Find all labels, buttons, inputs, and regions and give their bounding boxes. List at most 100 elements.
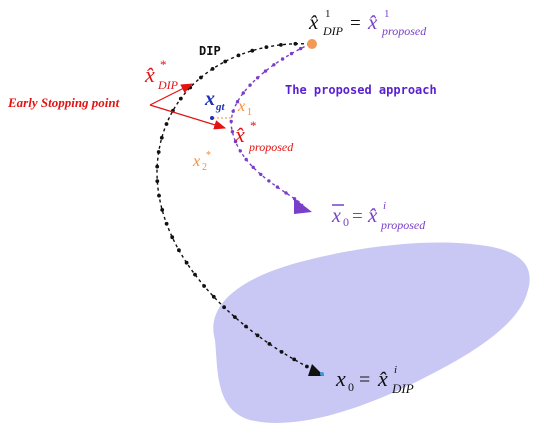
trajectory-point — [305, 364, 309, 369]
trajectory-point — [248, 83, 252, 87]
svg-text:=: = — [352, 206, 363, 227]
svg-text:x̂: x̂ — [308, 10, 319, 34]
trajectory-point — [284, 191, 288, 195]
trajectory-point — [263, 69, 268, 73]
svg-text:x̂: x̂ — [234, 122, 245, 147]
trajectory-point — [293, 41, 298, 46]
trajectory-point — [210, 67, 215, 71]
early-stop-arrow-dip — [149, 83, 194, 106]
trajectory-point — [298, 46, 303, 51]
svg-text:2: 2 — [202, 162, 207, 173]
solution-region — [213, 242, 530, 423]
svg-text:i: i — [394, 364, 397, 376]
trajectory-point — [177, 248, 181, 253]
trajectory-point — [279, 43, 283, 47]
svg-text:DIP: DIP — [322, 24, 344, 38]
trajectory-point — [159, 135, 164, 140]
svg-text:x̂: x̂ — [144, 62, 155, 87]
dip-label: DIP — [199, 44, 221, 58]
proposed-optimum-label: x̂ * proposed — [234, 118, 294, 154]
svg-text:1: 1 — [325, 8, 331, 20]
proposed-trajectory-points — [229, 46, 303, 201]
trajectory-point — [267, 342, 272, 346]
svg-text:0: 0 — [348, 380, 354, 394]
trajectory-point — [178, 96, 183, 101]
proposed-result-equation: x 0 = x̂ i proposed — [331, 200, 426, 232]
trajectory-point — [280, 57, 285, 61]
trajectory-point — [241, 91, 245, 95]
trajectory-point — [238, 149, 242, 153]
svg-text:x̂: x̂ — [367, 10, 378, 34]
trajectory-point — [160, 208, 165, 212]
trajectory-point — [164, 122, 169, 126]
trajectory-point — [157, 193, 161, 198]
trajectory-point — [250, 48, 255, 53]
trajectory-point — [170, 235, 175, 240]
dip-optimum-label: x̂ * DIP — [144, 57, 179, 92]
trajectory-point — [264, 45, 269, 49]
svg-text:x: x — [204, 88, 215, 110]
svg-text:x: x — [335, 366, 346, 391]
trajectory-point — [233, 315, 237, 319]
trajectory-point — [255, 76, 260, 80]
early-stop-arrow-proposed — [149, 104, 227, 130]
trajectory-point — [235, 100, 240, 104]
xgt-point — [210, 116, 214, 120]
svg-text:x: x — [237, 98, 245, 115]
dip-result-equation: x 0 = x̂ i DIP — [335, 364, 414, 396]
svg-text:0: 0 — [343, 215, 349, 229]
trajectory-point — [275, 185, 280, 189]
target-point — [320, 372, 324, 376]
svg-text:DIP: DIP — [391, 381, 414, 396]
trajectory-point — [267, 179, 271, 183]
trajectory-point — [230, 130, 235, 134]
svg-text:=: = — [359, 369, 370, 391]
trajectory-point — [251, 165, 255, 169]
trajectory-point — [193, 272, 197, 277]
trajectory-point — [272, 63, 276, 67]
trajectory-point — [164, 221, 169, 226]
svg-text:x̂: x̂ — [377, 366, 388, 391]
trajectory-point — [244, 157, 248, 162]
proposed-arrowhead — [294, 198, 312, 214]
trajectory-point — [231, 109, 235, 113]
early-stopping-label: Early Stopping point — [7, 95, 120, 110]
dip-arrowhead — [308, 364, 324, 376]
trajectory-point — [184, 260, 189, 265]
trajectory-point — [211, 294, 216, 299]
ground-truth-label: x gt — [204, 88, 226, 113]
trajectory-point — [199, 75, 203, 80]
x2-label: x 2 * — [192, 150, 211, 173]
trajectory-point — [222, 305, 227, 310]
trajectory-point — [223, 59, 228, 64]
svg-text:proposed: proposed — [380, 218, 426, 232]
trajectory-point — [244, 324, 248, 329]
svg-text:1: 1 — [384, 8, 390, 20]
trajectory-point — [292, 357, 297, 362]
svg-text:1: 1 — [247, 107, 252, 118]
trajectory-point — [236, 53, 241, 58]
trajectory-point — [255, 333, 260, 338]
trajectory-point — [155, 179, 160, 184]
svg-text:x: x — [192, 153, 200, 170]
dip-trajectory — [156, 43, 321, 374]
svg-text:gt: gt — [215, 101, 226, 113]
svg-text:*: * — [206, 150, 211, 161]
proposed-approach-label: The proposed approach — [285, 83, 437, 97]
top-equation: x̂ 1 DIP = x̂ 1 proposed — [308, 8, 427, 38]
svg-text:*: * — [250, 118, 257, 133]
trajectory-point — [279, 350, 284, 354]
svg-text:=: = — [350, 13, 361, 34]
trajectory-point — [259, 172, 263, 177]
svg-text:proposed: proposed — [248, 140, 294, 154]
svg-text:*: * — [160, 57, 167, 72]
svg-text:DIP: DIP — [157, 78, 179, 92]
svg-text:i: i — [383, 200, 386, 212]
start-point — [307, 39, 317, 49]
x1-label: x 1 — [237, 98, 252, 118]
svg-text:x: x — [331, 205, 341, 227]
trajectory-point — [156, 150, 161, 154]
svg-text:x̂: x̂ — [367, 203, 378, 227]
trajectory-point — [155, 164, 160, 169]
